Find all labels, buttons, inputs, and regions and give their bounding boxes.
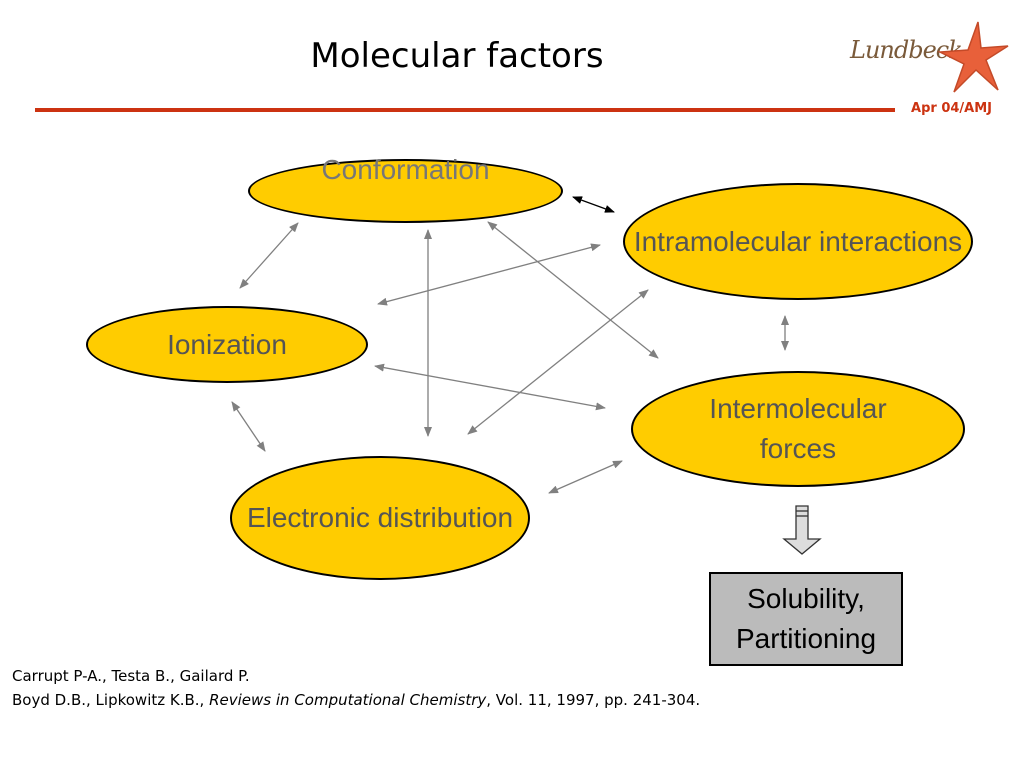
node-conformation: Conformation — [248, 154, 563, 223]
edge-conformation-ionization — [239, 222, 299, 289]
edge-electronic-intermolecular — [548, 460, 623, 494]
references: Carrupt P-A., Testa B., Gailard P. Boyd … — [12, 664, 700, 712]
reference-line-1: Carrupt P-A., Testa B., Gailard P. — [12, 667, 250, 685]
node-electronic-label: Electronic distribution — [246, 502, 514, 533]
node-electronic-distribution: Electronic distribution — [230, 456, 530, 580]
slide-title: Molecular factors — [310, 36, 604, 76]
reference-line-2: Boyd D.B., Lipkowitz K.B., Reviews in Co… — [12, 688, 700, 712]
result-box: Solubility, Partitioning — [709, 572, 903, 666]
edge-ionization-intermolecular — [374, 363, 606, 411]
edge-ionization-electronic — [231, 401, 266, 452]
edge-intramolecular-ionization — [377, 243, 601, 306]
header-rule — [35, 108, 895, 112]
reference-authors: Boyd D.B., Lipkowitz K.B., — [12, 691, 210, 709]
reference-details: , Vol. 11, 1997, pp. 241-304. — [486, 691, 701, 709]
edge-intramolecular-electronic — [467, 289, 649, 435]
node-intramolecular-label: Intramolecular interactions — [633, 225, 963, 257]
node-intermolecular-forces: Intermolecular forces — [631, 371, 965, 487]
node-ionization: Ionization — [86, 306, 368, 383]
node-intermolecular-label: Intermolecular forces — [709, 393, 887, 464]
logo-wordmark: Lundbeck — [850, 36, 963, 64]
edge-conformation-intramolecular — [572, 196, 615, 213]
lundbeck-logo: Lundbeck — [848, 18, 1013, 100]
node-conformation-label: Conformation — [321, 154, 490, 185]
node-intramolecular-interactions: Intramolecular interactions — [623, 183, 973, 300]
result-label: Solubility, Partitioning — [735, 583, 877, 654]
date-tag: Apr 04/AMJ — [911, 101, 992, 116]
node-ionization-label: Ionization — [167, 328, 287, 360]
reference-journal: Reviews in Computational Chemistry — [209, 691, 487, 709]
result-arrow — [782, 505, 822, 555]
starfish-icon — [937, 21, 1009, 93]
